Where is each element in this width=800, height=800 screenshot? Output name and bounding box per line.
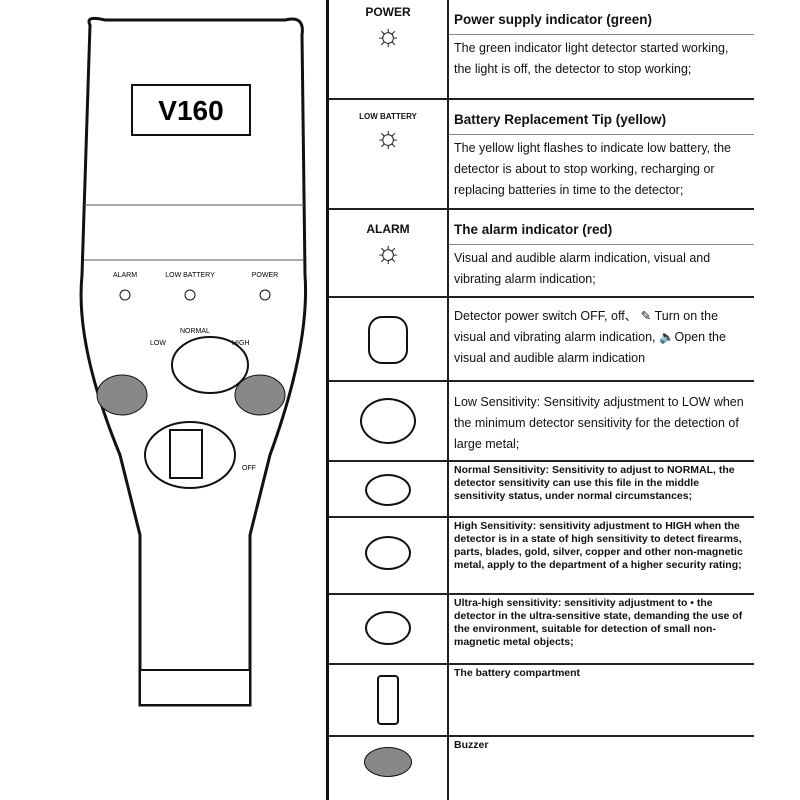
dial-high-icon (365, 536, 411, 570)
dial-ultra-icon (365, 611, 411, 645)
table-row-high-sensitivity: High Sensitivity: sensitivity adjustment… (329, 518, 754, 595)
light-icon: ☼ (374, 121, 402, 154)
feature-table: POWER☼Power supply indicator (green)The … (326, 0, 754, 800)
table-row-ultra-sensitivity: Ultra-high sensitivity: sensitivity adju… (329, 595, 754, 665)
svg-text:LOW: LOW (150, 340, 166, 347)
model-label: V160 (158, 95, 223, 126)
svg-text:HIGH: HIGH (232, 340, 250, 347)
svg-text:NORMAL: NORMAL (180, 328, 210, 335)
table-row-battery: The battery compartment (329, 665, 754, 737)
dial-low-icon (360, 398, 416, 444)
table-row-low-sensitivity: Low Sensitivity: Sensitivity adjustment … (329, 382, 754, 462)
switch-icon (368, 316, 408, 364)
svg-text:OFF: OFF (242, 465, 256, 472)
dial-normal-icon (365, 474, 411, 506)
table-row-buzzer: Buzzer (329, 737, 754, 800)
row-label: POWER (365, 5, 411, 19)
table-row-power: POWER☼Power supply indicator (green)The … (329, 0, 754, 100)
svg-text:ALARM: ALARM (113, 272, 137, 279)
svg-text:LOW BATTERY: LOW BATTERY (165, 272, 215, 279)
table-row-switch: Detector power switch OFF, off、 ✎ Turn o… (329, 298, 754, 382)
battery-icon (377, 675, 399, 725)
light-icon: ☼ (374, 19, 402, 52)
table-row-low-battery: LOW BATTERY☼Battery Replacement Tip (yel… (329, 100, 754, 210)
buzzer-icon (364, 747, 412, 777)
svg-text:POWER: POWER (252, 272, 278, 279)
table-row-alarm: ALARM☼The alarm indicator (red)Visual an… (329, 210, 754, 298)
light-icon: ☼ (374, 236, 402, 269)
metal-detector-illustration: V160 ALARM LOW BATTERY POWER LOW NORMAL … (79, 16, 308, 707)
table-row-normal-sensitivity: Normal Sensitivity: Sensitivity to adjus… (329, 462, 754, 518)
